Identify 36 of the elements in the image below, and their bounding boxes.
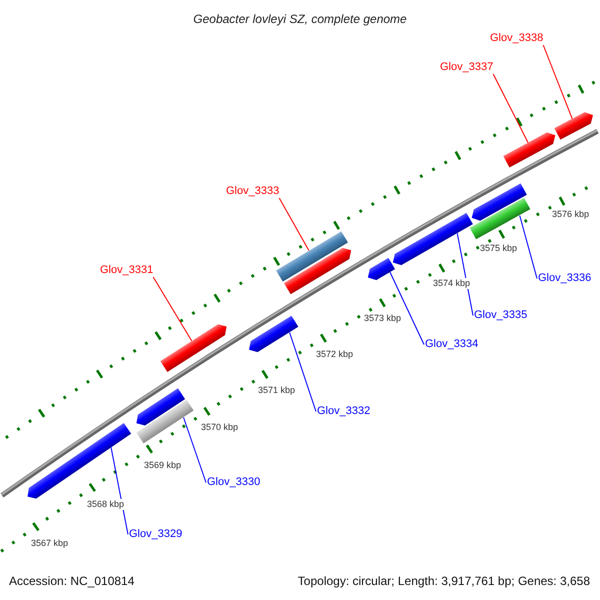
gene-bar: [276, 230, 348, 282]
tick-label: 3576 kbp: [552, 209, 590, 220]
leader-line: [542, 44, 573, 120]
title: Geobacter lovleyi SZ, complete genome: [193, 12, 407, 26]
leader-line: [456, 232, 474, 316]
tick-label: 3569 kbp: [144, 460, 182, 471]
tick-label: 3575 kbp: [480, 243, 518, 254]
gene-bar: [136, 400, 194, 444]
leader-line: [183, 417, 206, 483]
leader-line: [152, 276, 192, 342]
gene-label: Glov_3334: [425, 338, 478, 351]
gene-label: Glov_3338: [490, 32, 544, 45]
gene-label: Glov_3330: [207, 476, 260, 489]
accession-text: Accession: NC_010814: [9, 574, 134, 588]
leader-line: [278, 198, 310, 252]
leader-line: [519, 215, 538, 279]
genome-summary: Topology: circular; Length: 3,917,761 bp; Genes: 3,658: [298, 574, 590, 588]
tick-label: 3570 kbp: [201, 422, 238, 433]
gene-label: Glov_3332: [317, 405, 370, 418]
tick-label: 3567 kbp: [31, 538, 68, 549]
leader-line: [289, 332, 316, 412]
leader-line: [492, 74, 529, 144]
gene-label: Glov_3337: [440, 61, 494, 74]
gene-label: Glov_3331: [100, 264, 154, 277]
tick-label: 3571 kbp: [258, 385, 296, 396]
tick-label: 3572 kbp: [316, 349, 354, 360]
gene-label: Glov_3333: [226, 185, 280, 198]
gene-bar: [470, 198, 531, 240]
gene-label: Glov_3335: [474, 309, 528, 322]
tick-label: 3573 kbp: [364, 313, 402, 324]
leader-line: [110, 446, 128, 535]
tick-label: 3568 kbp: [87, 499, 124, 510]
leader-line: [390, 272, 424, 345]
gene-label: Glov_3336: [538, 272, 592, 285]
gene-label: Glov_3329: [129, 528, 182, 541]
tick-label: 3574 kbp: [433, 278, 470, 289]
